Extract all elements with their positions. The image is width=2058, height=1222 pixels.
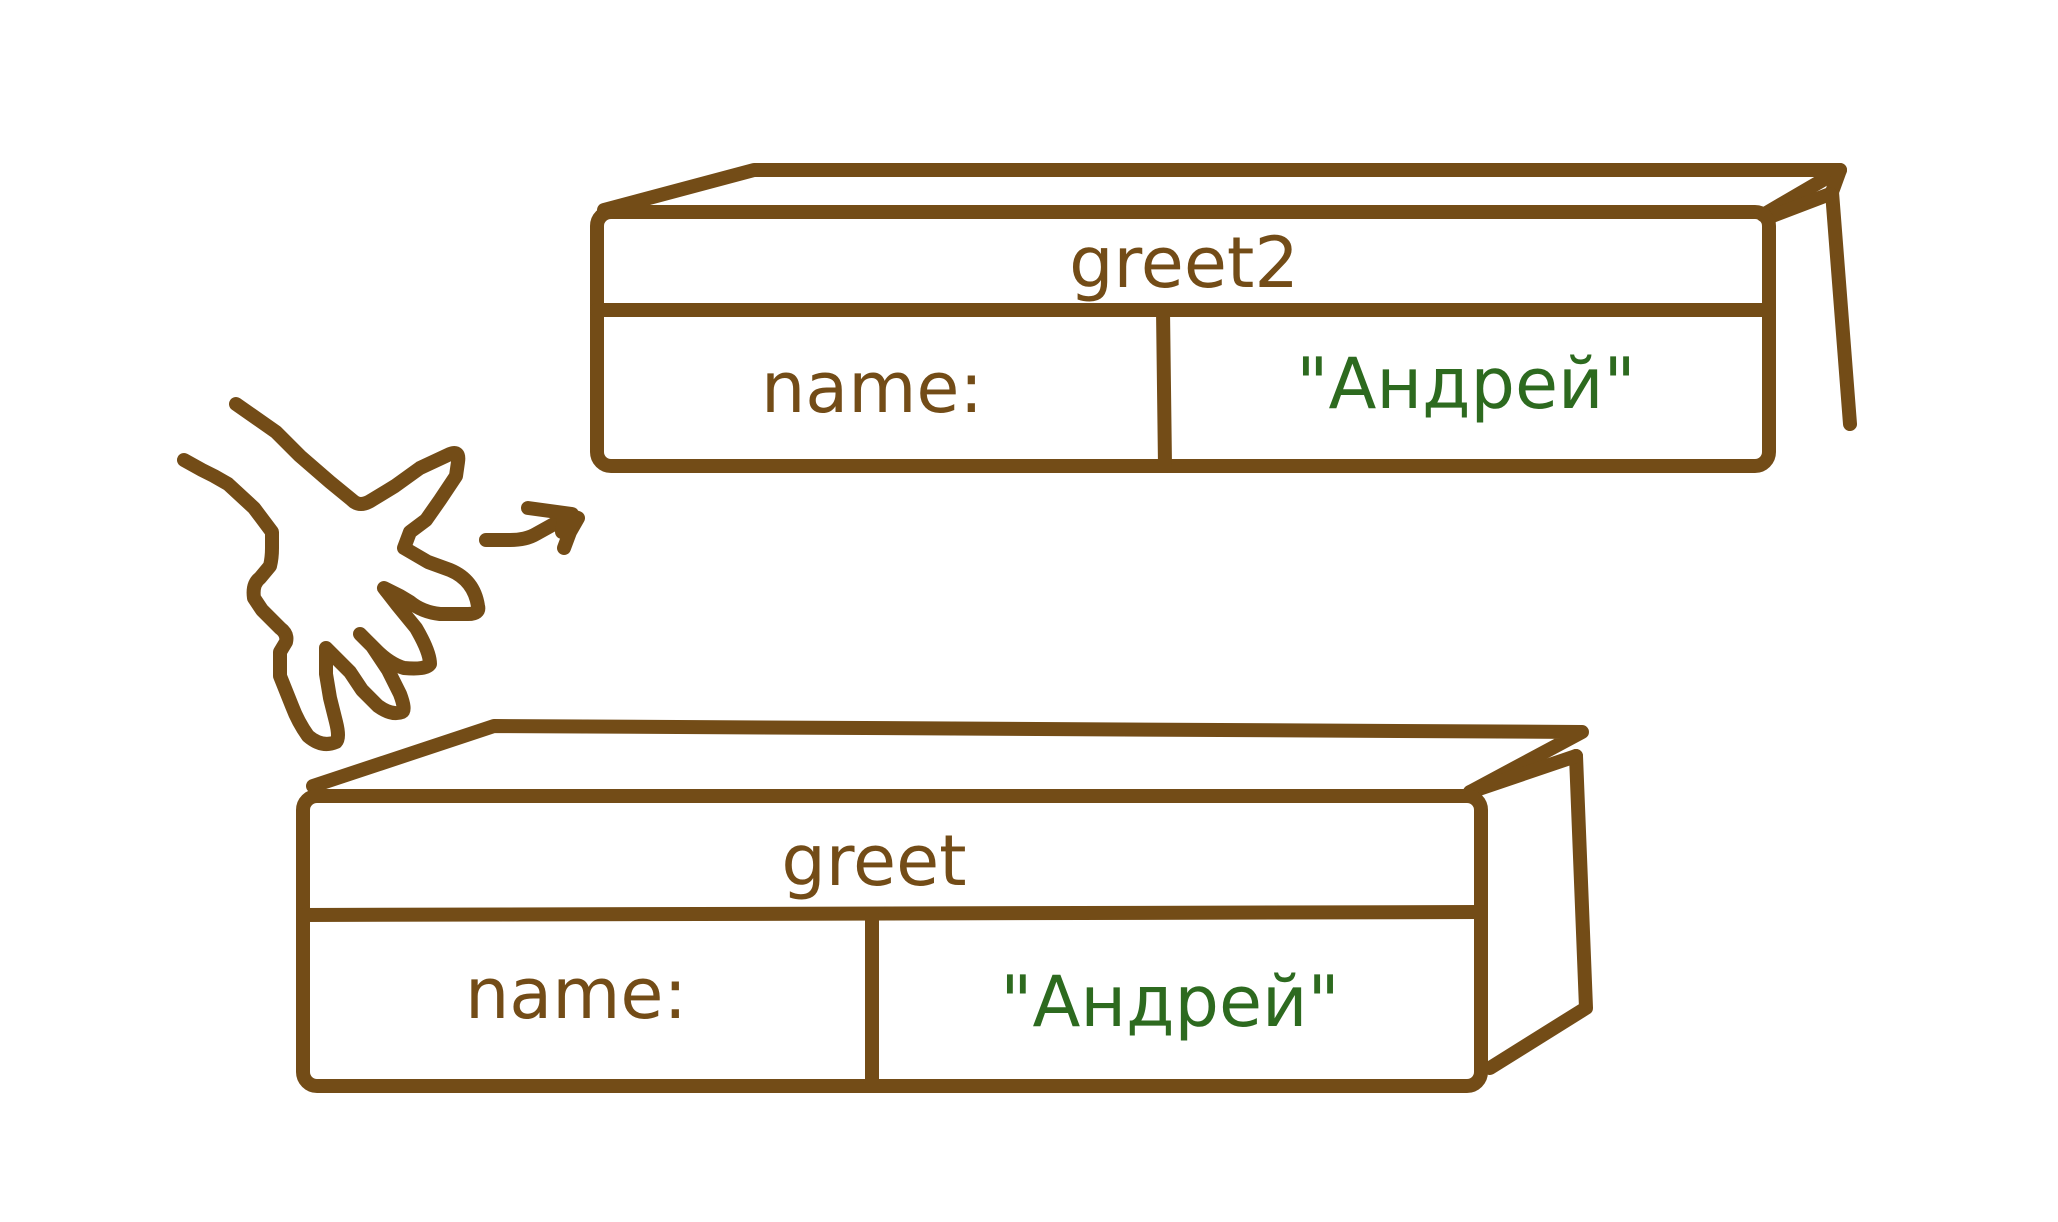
greet-title-divider xyxy=(296,905,1488,922)
greet-box-side xyxy=(1483,749,1593,1075)
greet-name-key: name: xyxy=(465,953,687,1035)
greet-title: greet xyxy=(781,820,966,902)
greet2-box-side-edge xyxy=(1760,187,1837,225)
greet2-title: greet2 xyxy=(1069,222,1299,304)
greet2-box-lid xyxy=(597,163,1847,222)
greet2-column-divider xyxy=(1156,303,1172,473)
splash-outline xyxy=(177,397,486,751)
object-box-greet: greet name: "Андрей" xyxy=(296,719,1593,1093)
greet-name-value: "Андрей" xyxy=(1000,961,1339,1043)
object-box-greet2: greet2 name: "Андрей" xyxy=(590,163,1857,473)
splash-arrowhead xyxy=(521,501,585,555)
greet2-box-frame xyxy=(590,205,1776,473)
splash-tail xyxy=(479,507,577,547)
greet2-name-key: name: xyxy=(761,347,983,429)
greet2-box-side xyxy=(1825,163,1857,431)
greet-box-frame xyxy=(296,789,1488,1093)
greet2-name-value: "Андрей" xyxy=(1296,343,1635,425)
greet-box-side-edge xyxy=(1463,749,1583,799)
hand-sketched-splash-icon xyxy=(177,397,585,751)
greet-box-lid xyxy=(306,719,1589,799)
